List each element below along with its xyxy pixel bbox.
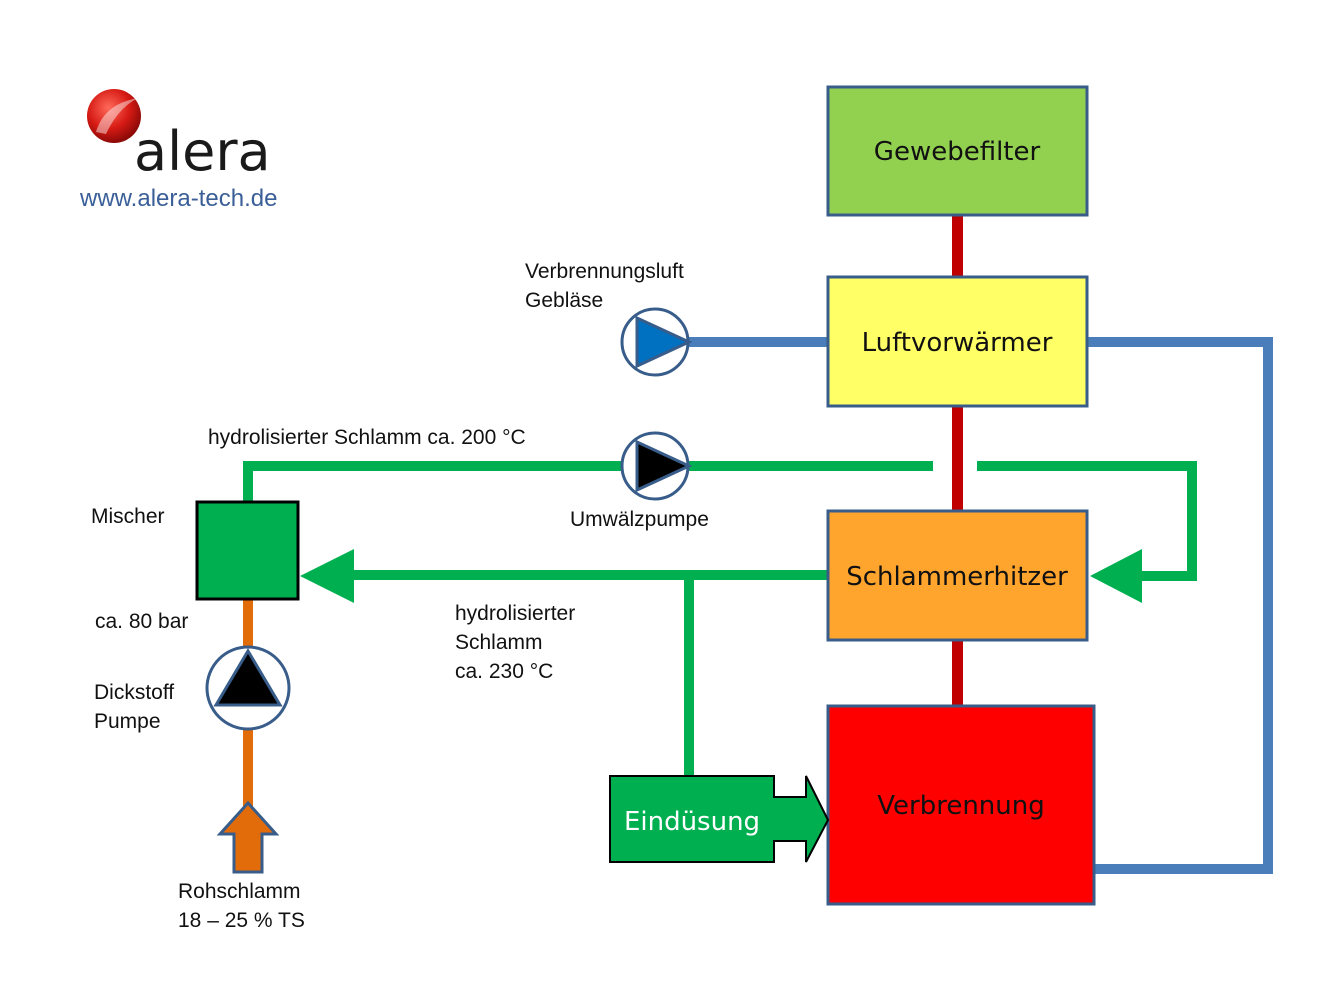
schlammerhitzer-label: Schlammerhitzer — [846, 562, 1068, 592]
air-line-blower — [688, 337, 829, 347]
circulation-pump-icon[interactable] — [620, 431, 693, 501]
raw-sludge-inlet-arrow-icon — [216, 800, 280, 874]
sludge-line-top-left — [243, 461, 933, 471]
sludge-line-to-injection — [684, 575, 694, 777]
thick-matter-pump-icon[interactable] — [205, 645, 291, 731]
sludge-line-right-vertical — [1187, 461, 1197, 581]
raw-sludge-label-line1: Rohschlamm — [178, 880, 301, 903]
arrow-into-mixer-icon — [300, 549, 354, 603]
box-gewebefilter[interactable]: Gewebefilter — [826, 85, 1089, 217]
raw-sludge-label-line2: 18 – 25 % TS — [178, 909, 305, 932]
hydro-200-label: hydrolisierter Schlamm ca. 200 °C — [208, 426, 526, 449]
flue-line-heater-combustion — [952, 639, 963, 707]
flue-line-preheater-heater — [952, 405, 963, 512]
arrow-into-heater-icon — [1090, 549, 1142, 603]
blower-label-line1: Verbrennungsluft — [525, 260, 684, 283]
mixer-block[interactable] — [195, 500, 300, 601]
red-sphere-logo-icon — [87, 89, 141, 143]
logo-url[interactable]: www.alera-tech.de — [79, 185, 277, 212]
air-line-return-vertical — [1263, 342, 1273, 874]
verbrennung-label: Verbrennung — [877, 791, 1045, 821]
box-eindusung[interactable]: Eindüsung — [609, 775, 830, 863]
sludge-line-heater-in — [1140, 571, 1197, 581]
flue-gas-lines — [952, 214, 963, 707]
flue-line-filter-preheater — [952, 214, 963, 278]
blower-label-line2: Gebläse — [525, 289, 603, 312]
raw-line-upper — [243, 599, 253, 649]
raw-sludge-lines — [216, 599, 280, 874]
hydro-230-label-line1: hydrolisierter — [455, 602, 575, 625]
logo-name: alera — [134, 120, 271, 183]
hydro-230-label-line3: ca. 230 °C — [455, 660, 553, 683]
box-schlammerhitzer[interactable]: Schlammerhitzer — [826, 509, 1089, 642]
mixer-label: Mischer — [91, 505, 165, 528]
sludge-line-to-mixer — [243, 461, 253, 503]
circulation-pump-label: Umwälzpumpe — [570, 508, 709, 531]
sludge-lines — [243, 461, 1197, 777]
gewebefilter-label: Gewebefilter — [874, 137, 1041, 167]
hydro-230-label-line2: Schlamm — [455, 631, 543, 654]
pressure-label: ca. 80 bar — [95, 610, 188, 633]
luftvorwaermer-label: Luftvorwärmer — [862, 328, 1053, 358]
air-line-preheater-out — [1087, 337, 1273, 347]
sludge-line-top-right — [977, 461, 1197, 471]
air-lines — [688, 337, 1273, 874]
thick-pump-label-line2: Pumpe — [94, 710, 161, 733]
eindusung-label: Eindüsung — [624, 807, 760, 837]
box-verbrennung[interactable]: Verbrennung — [826, 704, 1096, 906]
sludge-line-heater-out — [352, 570, 829, 580]
logo: alera www.alera-tech.de — [79, 89, 277, 212]
raw-line-lower — [243, 726, 253, 806]
air-line-combustion-in — [1094, 864, 1273, 874]
box-luftvorwaermer[interactable]: Luftvorwärmer — [826, 275, 1089, 408]
blower-icon[interactable] — [620, 307, 693, 377]
thick-pump-label-line1: Dickstoff — [94, 681, 174, 704]
